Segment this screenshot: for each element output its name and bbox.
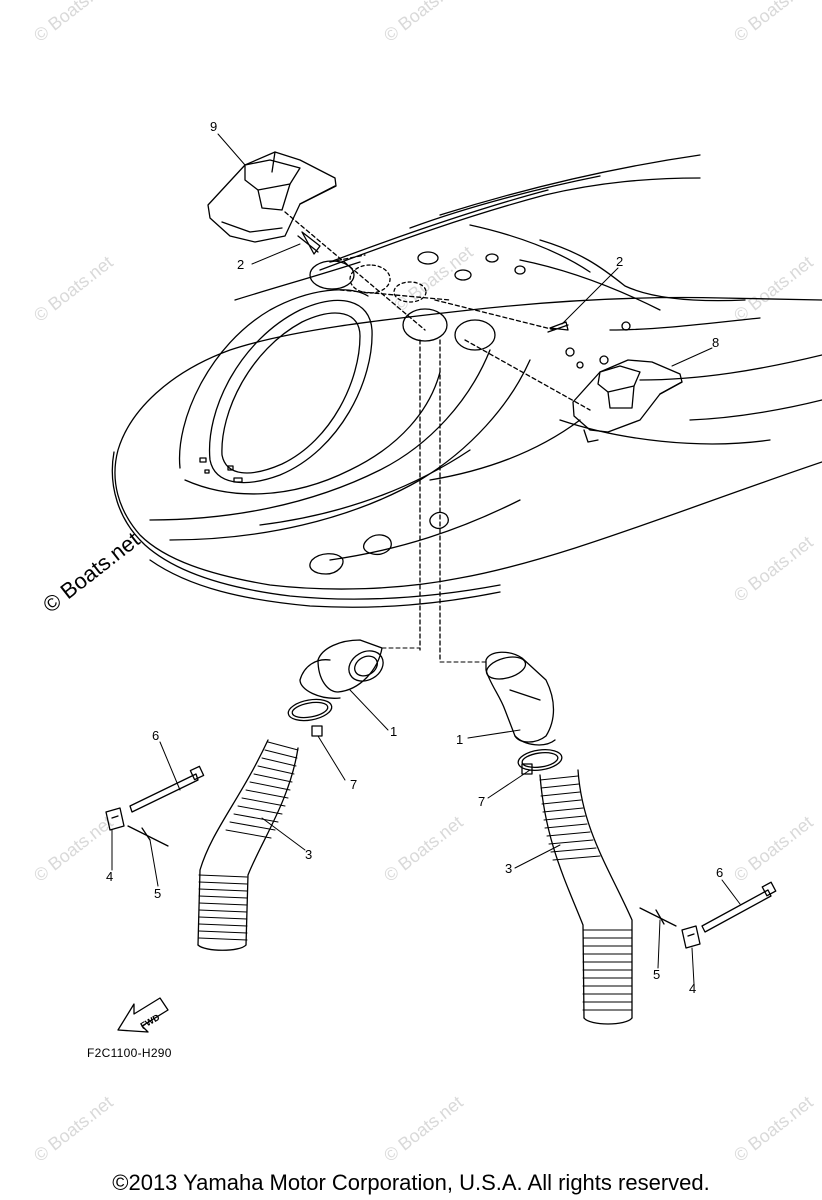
part-6-cable-tie-right [701, 881, 777, 933]
part-9-duct-cover [207, 151, 337, 243]
part-5-rivet-right [639, 907, 677, 927]
part-5-rivet-left [127, 825, 169, 847]
part-4-clip-right [681, 925, 701, 949]
callout-2: 2 [616, 254, 624, 269]
callout-4: 4 [106, 869, 114, 884]
part-2-fittings [297, 231, 569, 333]
callout-3: 3 [505, 861, 513, 876]
hull-deck [111, 154, 822, 661]
callout-4: 4 [689, 981, 697, 996]
callout-1: 1 [390, 724, 398, 739]
callout-3: 3 [305, 847, 313, 862]
part-7-clamp-left [287, 698, 333, 737]
callout-6: 6 [716, 865, 724, 880]
callout-2: 2 [237, 257, 245, 272]
callout-5: 5 [653, 967, 661, 982]
callout-1: 1 [456, 732, 464, 747]
part-4-clip-left [105, 807, 125, 831]
part-3-hose-left [197, 739, 299, 951]
fwd-arrow: FWD [117, 997, 169, 1033]
callout-5: 5 [154, 886, 162, 901]
part-1-elbow-left [299, 639, 384, 699]
callout-8: 8 [712, 335, 720, 350]
part-1-elbow-right [485, 651, 556, 746]
leader-lines [111, 133, 741, 985]
callout-7: 7 [350, 777, 358, 792]
diagram-code: F2C1100-H290 [87, 1046, 172, 1060]
part-6-cable-tie-left [129, 765, 205, 813]
part-7-clamp-right [517, 748, 563, 775]
part-8-duct-cover [572, 359, 683, 443]
copyright-notice: ©2013 Yamaha Motor Corporation, U.S.A. A… [112, 1170, 710, 1195]
callout-7: 7 [478, 794, 486, 809]
callout-6: 6 [152, 728, 160, 743]
part-3-hose-right [539, 769, 633, 1025]
callout-9: 9 [210, 119, 218, 134]
